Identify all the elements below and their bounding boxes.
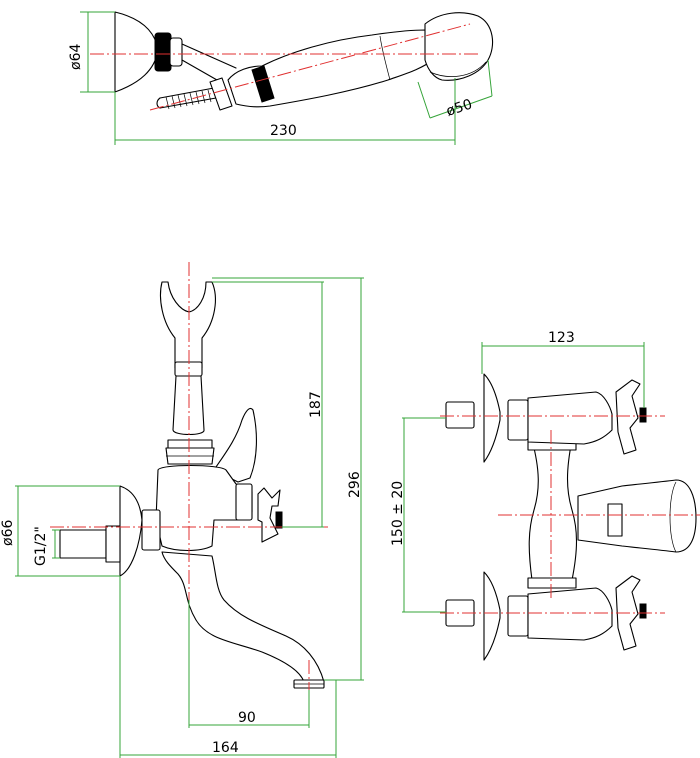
outlet-connector [577, 479, 697, 553]
valve-body [527, 391, 613, 445]
dim-label: 187 [308, 391, 324, 418]
dim-holder-height: 187 [212, 281, 324, 528]
dim-label: 123 [548, 330, 575, 346]
dim-width-side: 123 [481, 330, 645, 408]
dim-thread: G1/2" [33, 526, 60, 566]
flange [483, 571, 501, 661]
dim-label: 230 [270, 123, 297, 139]
shower-head [424, 12, 494, 81]
fork-holder [159, 281, 216, 369]
handle-cap [639, 407, 647, 423]
outlet-nut [607, 503, 623, 537]
handle-cap [639, 603, 647, 619]
dim-label: ø50 [444, 96, 474, 119]
handle-band [251, 65, 275, 103]
inlet-collar [105, 525, 121, 563]
inlet-thread [59, 529, 107, 559]
dim-label: 296 [347, 471, 363, 498]
cross-handle [615, 379, 641, 455]
dim-total-height: 296 [212, 277, 364, 681]
column-bottom-nut [527, 577, 577, 589]
mixer-side-view: 123 150 ± 20 [390, 330, 700, 661]
flange [483, 373, 501, 463]
lower-valve [445, 571, 647, 661]
valve-body [527, 587, 613, 641]
dim-label: 150 ± 20 [390, 481, 406, 546]
centerline [149, 23, 471, 111]
handle-cap [275, 511, 283, 529]
dim-head-diameter: ø64 [68, 11, 115, 93]
dim-hand-shower-diameter: ø50 [417, 59, 493, 120]
spout [161, 551, 325, 683]
dim-centers: 150 ± 20 [390, 417, 446, 613]
shower-face [429, 61, 487, 77]
valve-nut [507, 399, 529, 441]
valve-nut [507, 595, 529, 637]
diverter-lever [213, 407, 257, 483]
cartridge-ring [235, 483, 253, 521]
dim-label: 90 [238, 710, 256, 726]
dim-flange-diameter: ø66 [0, 485, 120, 577]
dim-total-reach: 164 [119, 576, 337, 758]
hose [156, 87, 217, 110]
holder-arm [181, 43, 237, 85]
dim-width-top: 230 [114, 78, 456, 145]
column [528, 439, 577, 581]
upper-nut [167, 439, 213, 449]
hose-ferrule [209, 77, 233, 111]
cross-handle [257, 487, 281, 543]
dim-label: ø66 [0, 520, 16, 546]
connector-nut [141, 509, 161, 551]
bracket-collar [169, 37, 183, 67]
mixer-front-view: ø66 G1/2" 187 296 90 164 [0, 262, 364, 758]
upper-valve [445, 373, 647, 463]
bracket-ring [154, 32, 172, 72]
dim-spout-reach: 90 [188, 600, 310, 728]
dim-label: G1/2" [33, 526, 49, 566]
dim-label: 164 [212, 740, 239, 756]
hand-shower-top-view: ø64 230 ø50 [68, 11, 494, 145]
dim-label: ø64 [68, 44, 84, 70]
wall-bracket-bell [114, 11, 159, 93]
inlet-fitting [445, 401, 475, 429]
wall-flange [119, 485, 143, 577]
